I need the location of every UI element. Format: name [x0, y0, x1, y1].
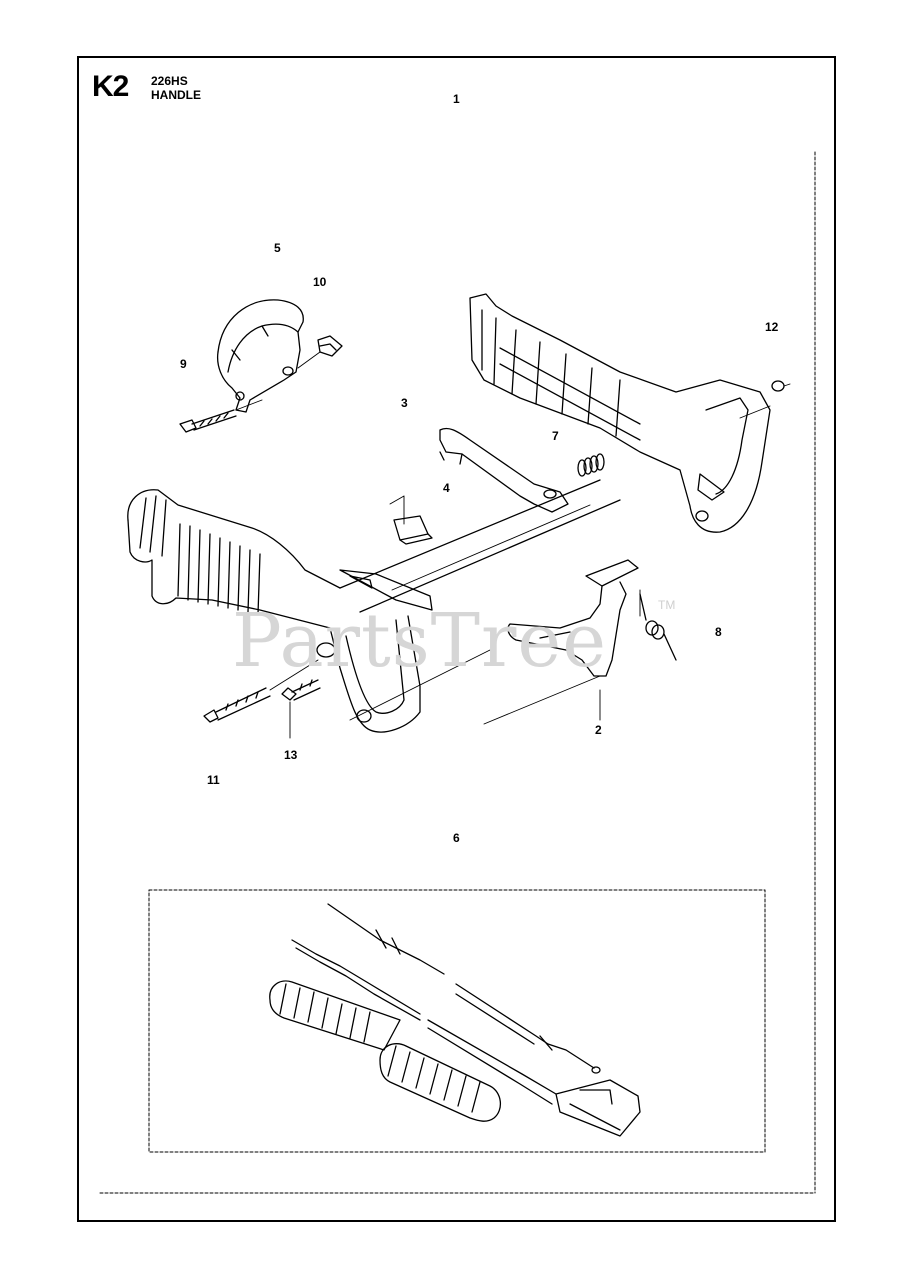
- section-code: K2: [92, 70, 129, 103]
- callout-1: 1: [453, 92, 460, 106]
- screw-part-9: [179, 399, 263, 433]
- callout-3: 3: [401, 396, 408, 410]
- callout-10: 10: [313, 275, 327, 289]
- group-1-boundary: [99, 151, 816, 1194]
- screw-part-11: [203, 659, 319, 723]
- callout-5: 5: [274, 241, 281, 255]
- callout-7: 7: [552, 429, 559, 443]
- trigger-part-2: [507, 559, 639, 677]
- handle-part-1: [127, 293, 771, 733]
- cable-kit-part-6: [269, 903, 641, 1137]
- watermark-trademark: TM: [658, 598, 676, 612]
- nut-part-10: [317, 335, 343, 357]
- callout-9: 9: [180, 357, 187, 371]
- cover-part-5: [216, 299, 304, 413]
- screw-part-13: [281, 679, 321, 739]
- callout-12: 12: [765, 320, 779, 334]
- kit-6-boundary: [148, 889, 766, 1153]
- lever-part-3: [439, 427, 569, 513]
- callout-4: 4: [443, 481, 450, 495]
- page-frame: [77, 56, 836, 1222]
- spring-part-8: [639, 593, 677, 661]
- watermark-logo: PartsTree: [232, 598, 607, 684]
- callout-11: 11: [207, 773, 220, 787]
- assembly-title: HANDLE: [151, 88, 201, 102]
- callout-8: 8: [715, 625, 722, 639]
- callout-6: 6: [453, 831, 460, 845]
- spring-part-7: [577, 453, 605, 477]
- callout-2: 2: [595, 723, 602, 737]
- callout-13: 13: [284, 748, 298, 762]
- clip-part-4: [389, 495, 433, 545]
- model-title: 226HS HANDLE: [151, 74, 201, 102]
- model-number: 226HS: [151, 74, 188, 88]
- washer-part-12: [771, 380, 785, 392]
